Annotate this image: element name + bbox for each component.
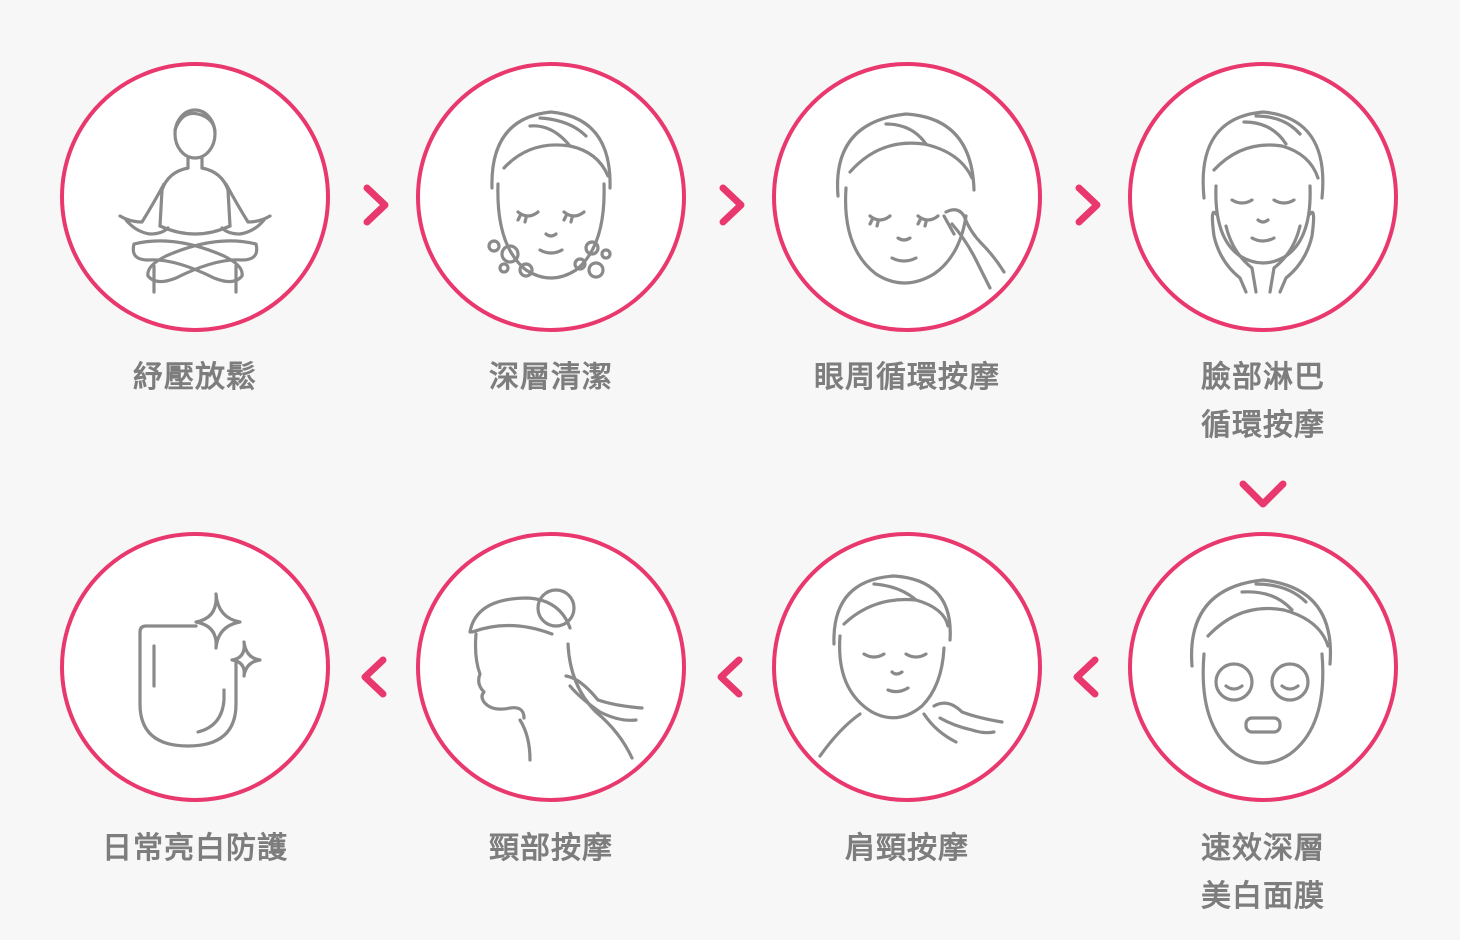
step-5-label: 速效深層 美白面膜 bbox=[1201, 831, 1325, 914]
face-lymph-massage-icon bbox=[1201, 110, 1325, 294]
face-cleansing-icon bbox=[487, 110, 612, 280]
step-4-circle bbox=[1128, 62, 1398, 332]
step-4-label: 臉部淋巴 循環按摩 bbox=[1201, 360, 1325, 443]
step-7-label: 頸部按摩 bbox=[489, 831, 613, 866]
neck-massage-icon bbox=[468, 588, 644, 762]
step-2-circle bbox=[416, 62, 686, 332]
arrow-right-2 bbox=[719, 184, 745, 226]
step-8-circle bbox=[60, 532, 330, 802]
shoulder-massage-icon bbox=[818, 574, 1004, 758]
step-5-circle bbox=[1128, 532, 1398, 802]
step-6-circle bbox=[772, 532, 1042, 802]
step-2-label: 深層清潔 bbox=[489, 360, 613, 395]
sparkle-shield-icon bbox=[138, 592, 262, 748]
face-mask-icon bbox=[1189, 578, 1333, 765]
step-3-label: 眼周循環按摩 bbox=[814, 360, 1000, 395]
step-8-label: 日常亮白防護 bbox=[102, 831, 288, 866]
step-7-circle bbox=[416, 532, 686, 802]
arrow-left-2 bbox=[717, 656, 743, 698]
step-3-circle bbox=[772, 62, 1042, 332]
meditation-icon bbox=[118, 108, 272, 294]
arrow-down bbox=[1239, 480, 1287, 508]
step-1-circle bbox=[60, 62, 330, 332]
arrow-right-1 bbox=[363, 184, 389, 226]
step-6-label: 肩頸按摩 bbox=[845, 831, 969, 866]
arrow-right-3 bbox=[1075, 184, 1101, 226]
step-1-label: 紓壓放鬆 bbox=[133, 360, 257, 395]
eye-massage-icon bbox=[835, 112, 1006, 290]
arrow-left-1 bbox=[1073, 656, 1099, 698]
arrow-left-3 bbox=[361, 656, 387, 698]
